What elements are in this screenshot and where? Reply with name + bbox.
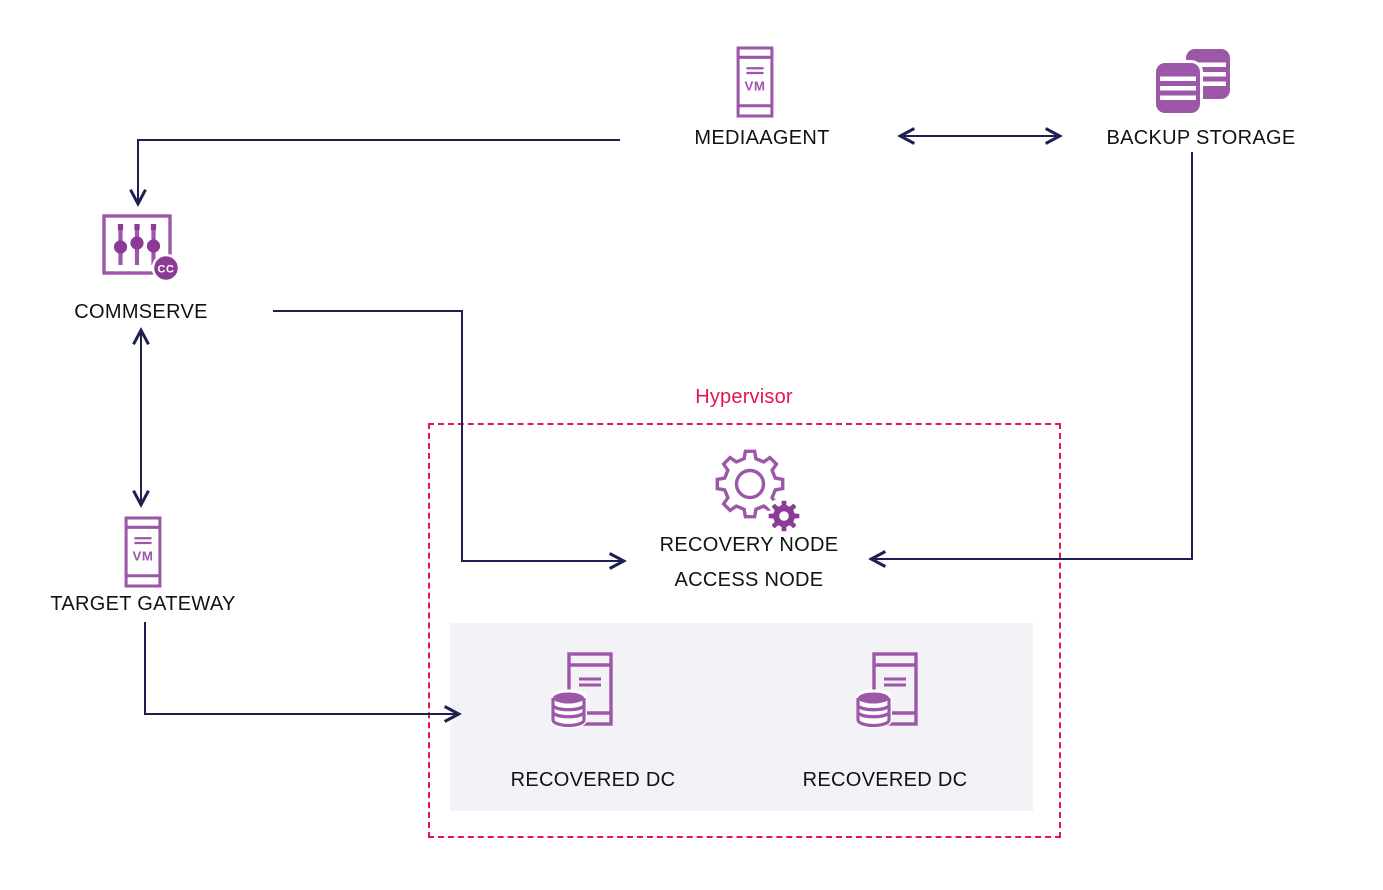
- commserve-label: COMMSERVE: [74, 301, 208, 323]
- vm-server-icon: VM: [736, 46, 774, 118]
- vm-server-icon: VM: [124, 516, 162, 588]
- vm-badge-text: VM: [745, 79, 766, 94]
- commcell-badge-text: CC: [158, 264, 175, 276]
- recovery-node-label: RECOVERY NODE ACCESS NODE: [624, 528, 874, 598]
- mediaagent-label: MEDIAAGENT: [694, 127, 830, 149]
- recovered-vms-panel: [450, 623, 1033, 811]
- control-sliders-icon: CC: [102, 214, 181, 283]
- backup-storage-label: BACKUP STORAGE: [1106, 127, 1296, 149]
- server-database-icon: [551, 652, 613, 729]
- target-gateway-label: TARGET GATEWAY: [50, 593, 236, 615]
- recovered-dc-1-label: RECOVERED DC: [510, 769, 676, 791]
- gears-icon: [715, 449, 802, 535]
- vm-badge-text: VM: [133, 549, 154, 564]
- hypervisor-label: Hypervisor: [695, 386, 793, 408]
- connector-mediaagent-to-commserve: [138, 139, 620, 203]
- server-database-icon: [856, 652, 918, 729]
- recovery-node-label-line1: RECOVERY NODE: [659, 534, 839, 556]
- recovered-dc-2-label: RECOVERED DC: [802, 769, 968, 791]
- commcell-badge: [151, 253, 181, 283]
- connector-targetgateway-to-recovereddc: [144, 622, 458, 714]
- storage-disks-icon: [1154, 49, 1230, 116]
- recovery-node-label-line2: ACCESS NODE: [674, 569, 824, 591]
